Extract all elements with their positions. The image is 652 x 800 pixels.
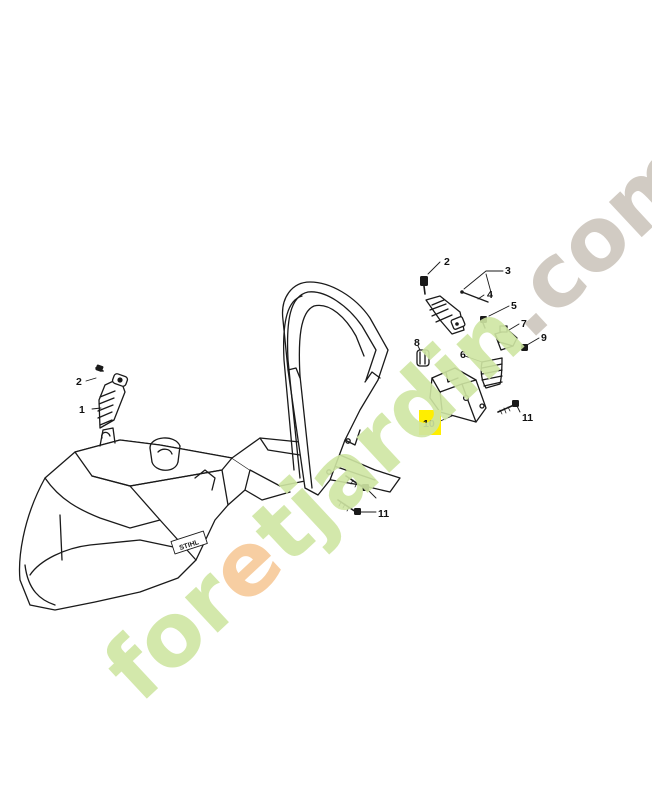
callout-1: 1 xyxy=(79,404,85,416)
callouts: 1 2 2 3 4 5 6 7 8 9 10 11 11 xyxy=(76,256,547,520)
front-handle xyxy=(281,281,389,496)
callout-9: 9 xyxy=(541,332,547,344)
screw-5 xyxy=(480,316,487,329)
buffer-7 xyxy=(494,325,518,351)
av-element-upper xyxy=(425,295,466,335)
screw-11-right xyxy=(497,400,519,415)
plug-8 xyxy=(416,349,430,367)
callout-8: 8 xyxy=(414,337,420,349)
callout-10: 10 xyxy=(423,418,435,430)
callout-7: 7 xyxy=(521,318,527,330)
callout-10-highlight xyxy=(419,410,441,435)
callout-11-right: 11 xyxy=(522,412,533,424)
screw-upper xyxy=(420,276,428,295)
callout-6: 6 xyxy=(460,349,466,361)
leader-lines xyxy=(85,261,540,513)
av-spring-left xyxy=(97,373,129,439)
screw-9 xyxy=(521,344,528,351)
callout-5: 5 xyxy=(511,300,517,312)
callout-2-left: 2 xyxy=(76,376,82,388)
pin xyxy=(460,290,489,303)
callout-3: 3 xyxy=(505,265,511,277)
bracket-housing xyxy=(429,367,487,423)
callout-11-lower: 11 xyxy=(378,508,389,520)
callout-2-top: 2 xyxy=(444,256,450,268)
screw-left xyxy=(95,364,104,372)
spring-6 xyxy=(480,357,503,389)
screws-11-lower xyxy=(337,475,369,515)
watermark: foretjardin.com xyxy=(84,120,652,721)
callout-4: 4 xyxy=(487,289,493,301)
